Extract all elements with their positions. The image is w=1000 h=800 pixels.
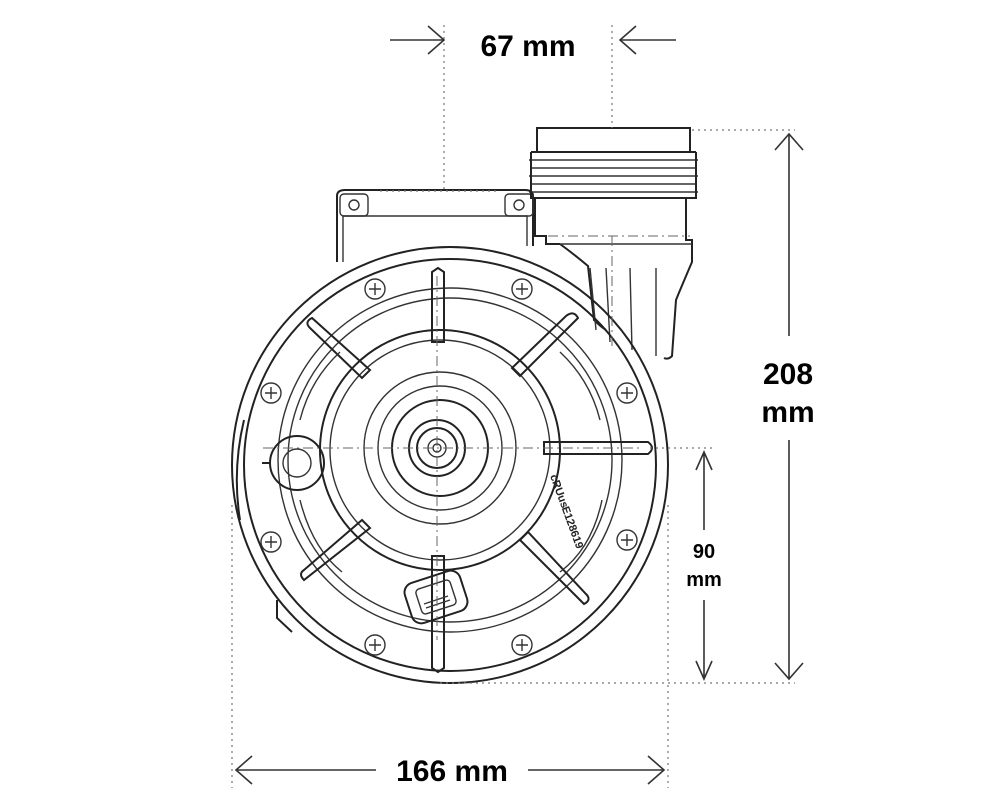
dimension-label-90: 90: [693, 541, 715, 563]
dimension-label-166mm: 166 mm: [396, 755, 508, 788]
side-port: [262, 435, 325, 491]
pump-ribs: [299, 266, 653, 674]
pump-front-flange: [231, 246, 669, 684]
pump-volute: [277, 287, 623, 633]
pump-outlet-elbow: [529, 127, 698, 360]
cert-code-text: E128619: [559, 505, 585, 550]
dimension-label-90-unit: mm: [686, 569, 722, 591]
centerlines: [263, 236, 640, 640]
bolt-icon: [364, 278, 386, 300]
cert-logo-text: cRUus: [547, 473, 570, 510]
bolt-icon: [616, 529, 638, 551]
dimension-bottom-width: 166 mm: [231, 505, 669, 788]
bolt-icon: [511, 278, 533, 300]
dimension-label-208: 208: [763, 358, 813, 391]
pump-drawing: cRUus E128619: [231, 127, 698, 684]
bolt-icon: [511, 634, 533, 656]
motor-housing-top: [336, 189, 534, 262]
bolt-icon: [260, 531, 282, 553]
flange-bolts: [260, 278, 638, 656]
dimension-top-width: 67 mm: [390, 25, 676, 190]
drain-plug: [403, 569, 469, 625]
certification-stamp: cRUus E128619: [547, 473, 585, 550]
bolt-icon: [364, 634, 386, 656]
dimension-label-67mm: 67 mm: [480, 30, 575, 63]
bolt-icon: [616, 382, 638, 404]
dimension-partial-height: 90 mm: [650, 447, 722, 681]
dimension-total-height: 208 mm: [440, 129, 815, 684]
dimension-label-208-unit: mm: [761, 396, 814, 429]
bolt-icon: [260, 382, 282, 404]
